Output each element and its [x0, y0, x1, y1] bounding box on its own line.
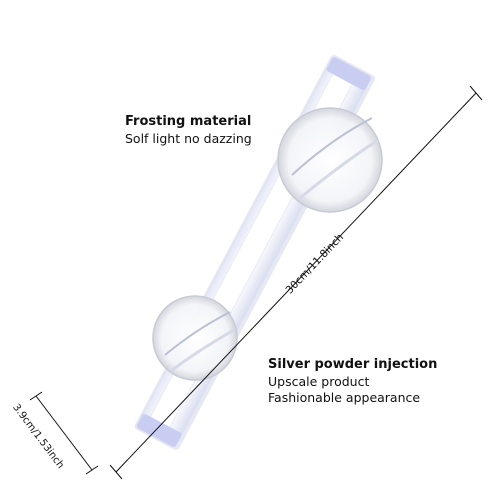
lens-detail-edge-2: [171, 328, 235, 372]
callout-title: Frosting material: [125, 114, 252, 129]
length-label: 30cm/11.8inch: [284, 231, 347, 296]
width-tick-bottom: [85, 465, 99, 475]
width-label: 3.9cm/1.53inch: [10, 402, 66, 471]
width-line: [35, 395, 93, 471]
lens-detail-edge: [164, 311, 231, 356]
end-cap-top: [326, 57, 371, 90]
magnifier-frosting: [277, 107, 383, 213]
width-dimension: 3.9cm/1.53inch: [10, 391, 99, 475]
magnifier-silver: [152, 295, 238, 381]
callout-text: Solf light no dazzing: [125, 130, 252, 146]
length-tick-bottom: [109, 464, 123, 480]
width-tick-top: [29, 391, 43, 401]
length-tick-top: [469, 85, 483, 101]
end-cap-bottom: [137, 414, 182, 447]
lens-detail-edge-2: [299, 138, 379, 200]
callout-frosting: Frosting material Solf light no dazzing: [125, 113, 252, 147]
callout-silver: Silver powder injection Upscale product …: [268, 356, 437, 407]
callout-text-1: Upscale product: [268, 373, 370, 389]
callout-title: Silver powder injection: [268, 357, 438, 372]
callout-text-2: Fashionable appearance: [268, 390, 421, 406]
lens-detail-edge: [291, 117, 373, 176]
length-line: [115, 92, 477, 473]
